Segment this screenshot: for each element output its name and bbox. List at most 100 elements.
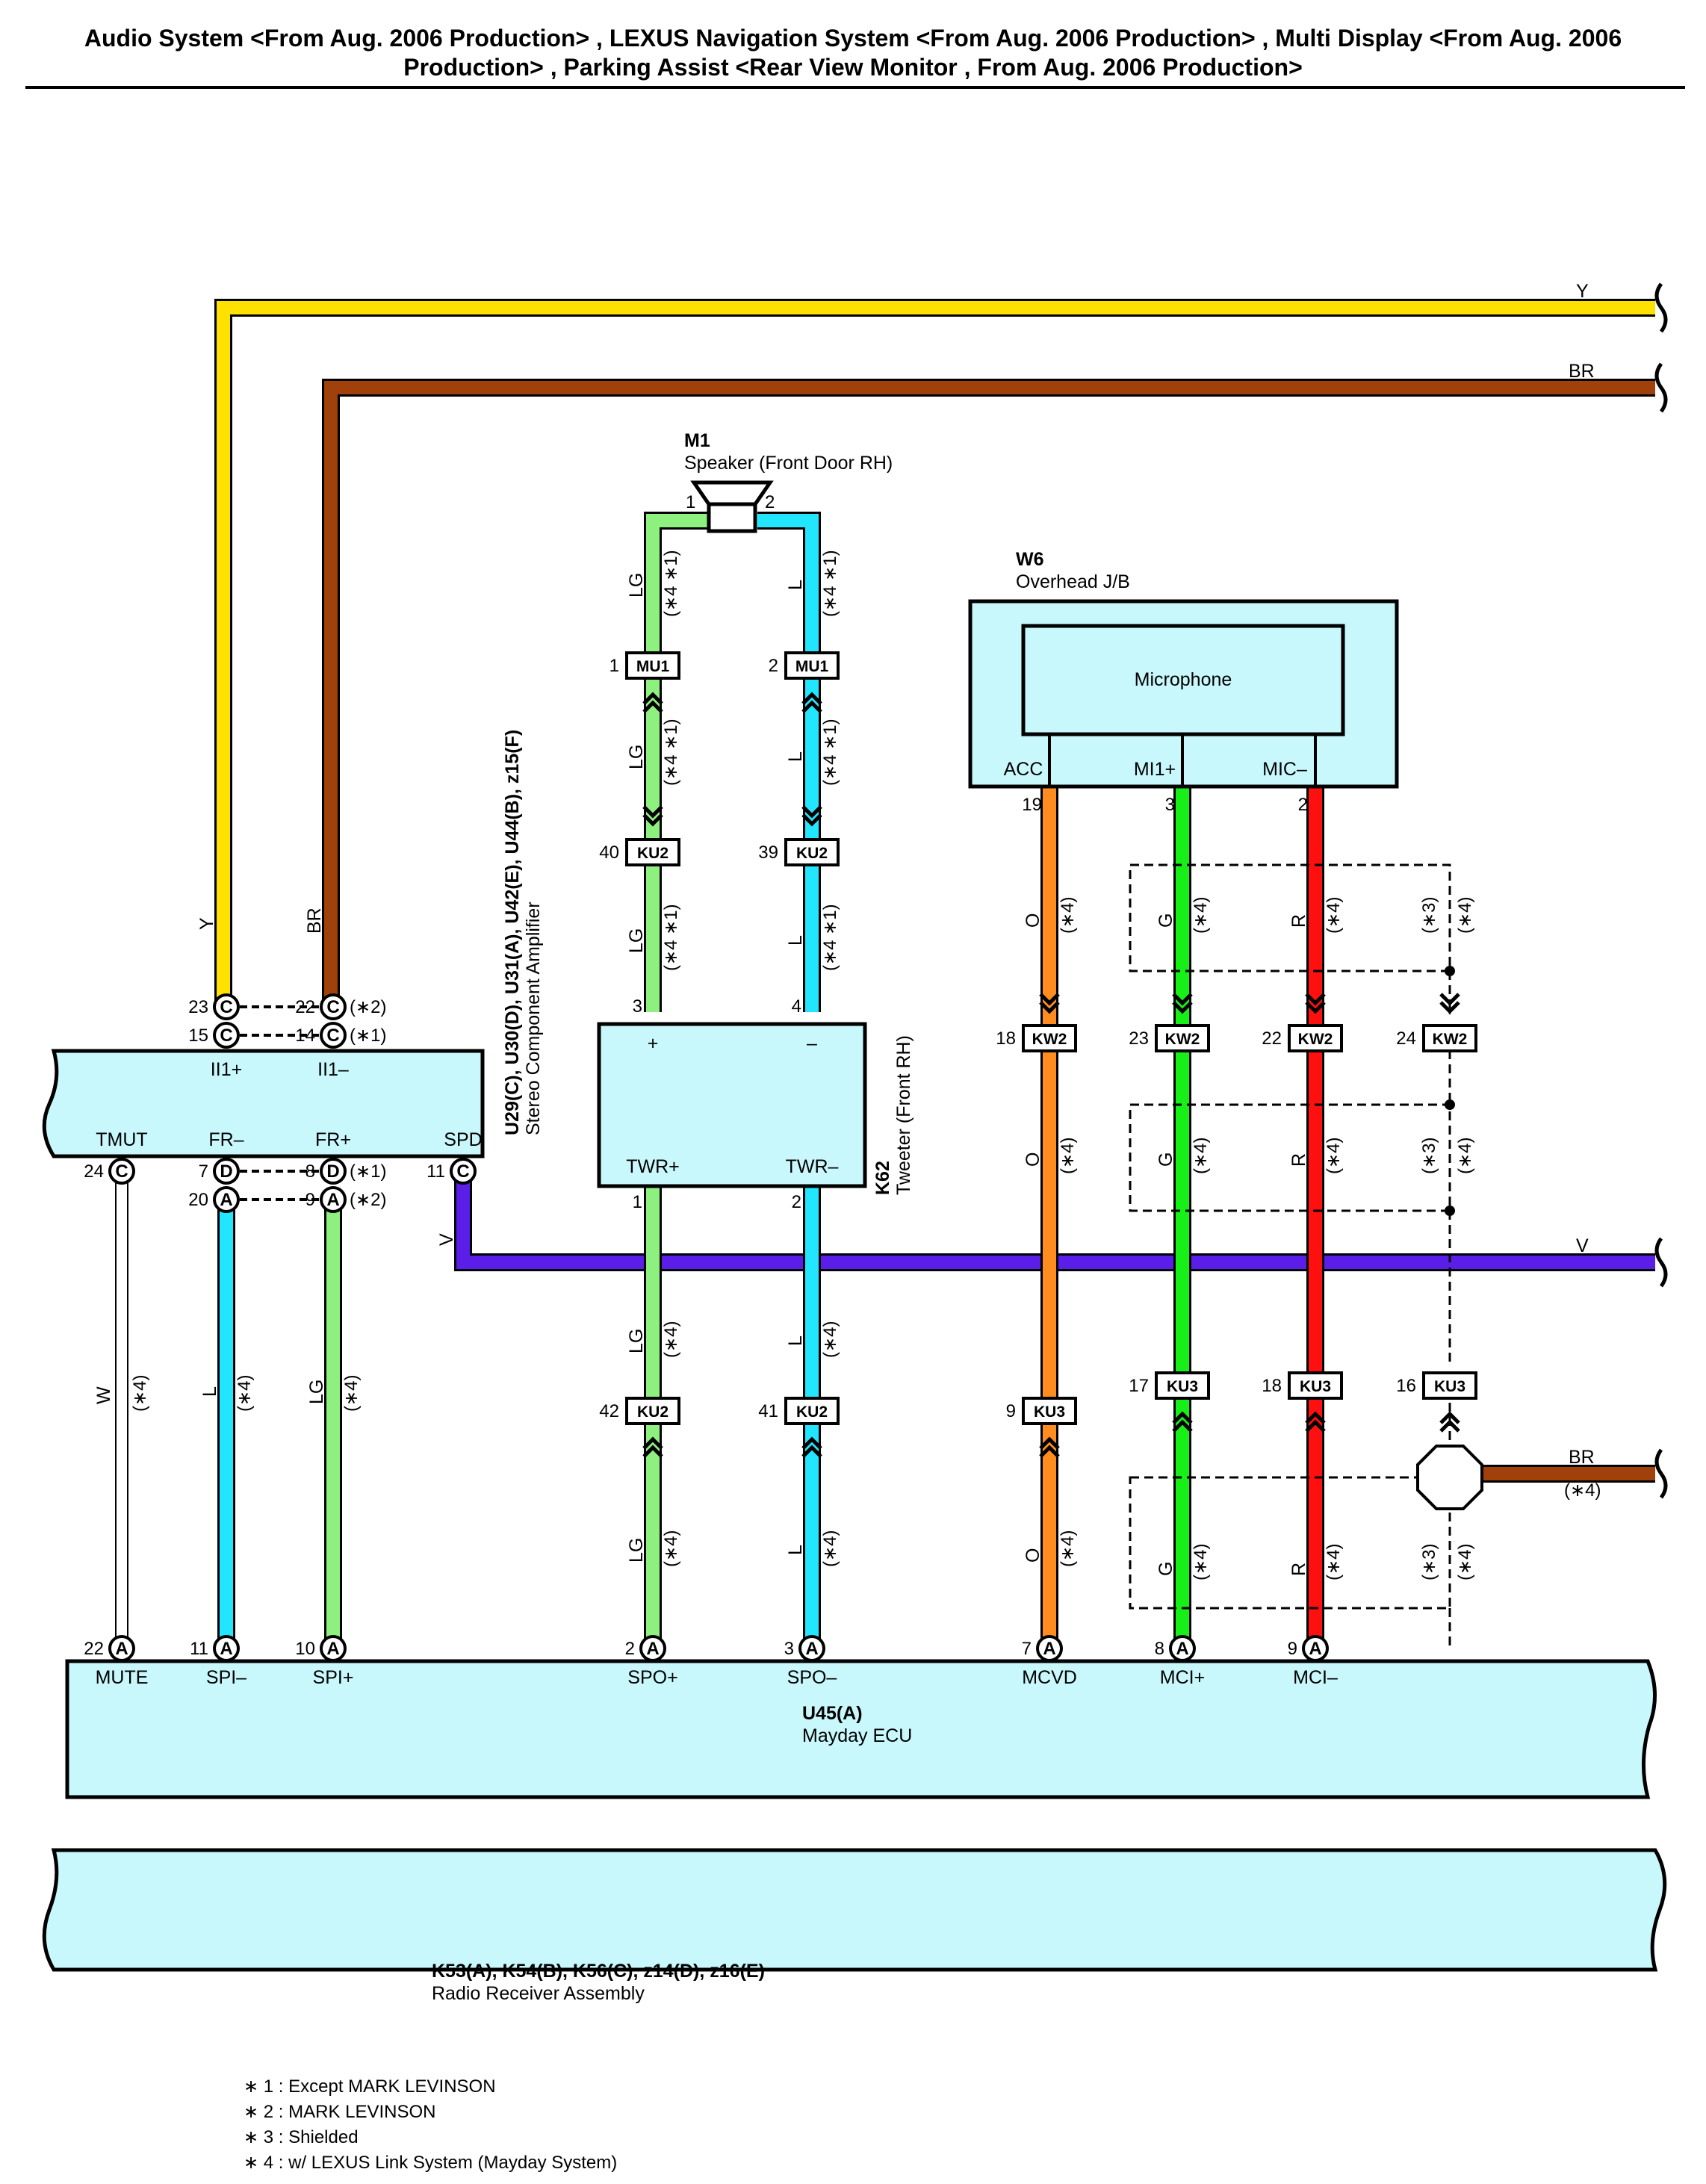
pin-ku2-40: 40 [599, 843, 619, 863]
m1-code: M1 [684, 430, 710, 451]
label-o-2v: (∗4) [1058, 1138, 1078, 1174]
label-s4-3: (∗4) [1455, 1544, 1475, 1580]
term-a-u45-2: A [646, 1639, 659, 1659]
label-lg-spi: LG [306, 1380, 327, 1404]
u45-pin-mcip: MCI+ [1160, 1667, 1205, 1688]
var-14: (∗1) [350, 1026, 386, 1046]
microphone-label: Microphone [1135, 669, 1232, 690]
conn-ku2-c: KU2 [637, 1403, 669, 1421]
k62-twrp: TWR+ [626, 1156, 680, 1177]
label-s3-1: (∗3) [1419, 897, 1439, 934]
label-lg-1v: (∗4 ∗1) [661, 550, 681, 617]
amplifier-box [42, 1049, 485, 1158]
term-a-u45-7: A [1043, 1639, 1055, 1659]
note-4: ∗ 4 : w/ LEXUS Link System (Mayday Syste… [244, 2153, 617, 2173]
w6-pin2: 2 [1298, 795, 1308, 815]
amp-ii1m: II1– [317, 1059, 349, 1080]
k62-plus: + [648, 1033, 659, 1054]
label-lg-1: LG [626, 573, 647, 598]
pin-kw2-23: 23 [1129, 1029, 1149, 1049]
break-mark-v [1654, 1237, 1668, 1288]
label-br-drain: BR [1569, 1447, 1595, 1468]
label-l-2: L [785, 751, 806, 762]
pin-ku3-18: 18 [1262, 1376, 1282, 1396]
label-g-3: G [1156, 1562, 1176, 1576]
radio-receiver-box [42, 1848, 1667, 1972]
amp-frp: FR+ [315, 1129, 351, 1150]
label-r-2: R [1288, 1153, 1309, 1167]
break-mark-br-drain [1654, 1448, 1668, 1499]
w6-mi1p: MI1+ [1134, 759, 1176, 780]
u45-pin-mcim: MCI– [1293, 1667, 1338, 1688]
pin-amp-7: 7 [199, 1161, 208, 1182]
pin-u45-7: 7 [1022, 1639, 1032, 1659]
var-9: (∗2) [350, 1190, 386, 1210]
label-lg-5v: (∗4) [661, 1530, 681, 1567]
microphone-box [1021, 624, 1345, 736]
label-l-3: L [785, 935, 806, 946]
pin-kw2-24: 24 [1396, 1029, 1416, 1049]
label-g-3v: (∗4) [1191, 1544, 1211, 1580]
note-3: ∗ 3 : Shielded [244, 2127, 359, 2147]
k62-twrm: TWR– [786, 1156, 839, 1177]
k62-minus: – [807, 1033, 817, 1054]
w6-micm: MIC– [1262, 759, 1307, 780]
k62-pin1: 1 [633, 1192, 642, 1212]
var-22: (∗2) [350, 997, 386, 1017]
term-c-11: C [456, 1161, 469, 1182]
radio-code: K53(A), K54(B), K56(C), z14(D), z16(E) [432, 1961, 765, 1982]
pin-ku3-9: 9 [1006, 1401, 1016, 1421]
label-w-mute-v: (∗4) [130, 1375, 150, 1412]
pin-ku3-16: 16 [1396, 1376, 1416, 1396]
w6-name: Overhead J/B [1016, 571, 1130, 592]
w6-code: W6 [1016, 549, 1044, 570]
shield-groups [1129, 863, 1451, 1651]
radio-name: Radio Receiver Assembly [432, 1983, 645, 2004]
label-lg-4: LG [626, 1329, 647, 1353]
amp-codes: U29(C), U30(D), U31(A), U42(E), U44(B), … [502, 730, 523, 1135]
label-o-1: O [1023, 913, 1043, 928]
pin-u45-3: 3 [784, 1639, 794, 1659]
pin-u45-10: 10 [295, 1639, 315, 1659]
label-lg-spi-v: (∗4) [341, 1375, 362, 1412]
term-a-u45-11: A [220, 1639, 232, 1659]
label-w-mute: W [93, 1386, 114, 1404]
m1-name: Speaker (Front Door RH) [684, 453, 893, 474]
amp-frm: FR– [208, 1129, 244, 1150]
k62-pin2: 2 [792, 1192, 801, 1212]
mayday-ecu-box [65, 1659, 1657, 1799]
label-r-3v: (∗4) [1324, 1544, 1344, 1580]
term-d-8: D [326, 1161, 339, 1182]
label-o-3v: (∗4) [1058, 1530, 1078, 1567]
amp-spd: SPD [444, 1129, 482, 1150]
label-l-2v: (∗4 ∗1) [820, 719, 840, 786]
u45-pin-spop: SPO+ [627, 1667, 677, 1688]
label-g-2: G [1156, 1153, 1176, 1167]
pin-ku2-39: 39 [758, 843, 778, 863]
label-g-1v: (∗4) [1191, 897, 1211, 934]
label-y-bus: Y [1576, 281, 1589, 302]
w6-acc: ACC [1004, 759, 1043, 780]
label-v-bus: V [1576, 1235, 1589, 1256]
conn-kw2-d: KW2 [1433, 1031, 1468, 1048]
pin-amp-15: 15 [188, 1026, 208, 1046]
speaker-icon [690, 480, 774, 533]
label-lg-3v: (∗4 ∗1) [661, 904, 681, 971]
pin-amp-20: 20 [188, 1190, 208, 1210]
pin-ku2-42: 42 [599, 1401, 619, 1421]
pin-amp-14: 14 [295, 1026, 315, 1046]
label-g-1: G [1156, 913, 1176, 928]
conn-ku2-a: KU2 [637, 845, 669, 862]
conn-kw2-b: KW2 [1165, 1031, 1200, 1048]
wire-y [214, 299, 1655, 1005]
label-r-1v: (∗4) [1324, 897, 1344, 934]
pin-u45-2: 2 [625, 1639, 635, 1659]
conn-ku2-d: KU2 [796, 1403, 828, 1421]
label-br-drain-variant: (∗4) [1564, 1480, 1601, 1501]
conn-ku3-b: KU3 [1167, 1378, 1198, 1395]
label-l-3v: (∗4 ∗1) [820, 904, 840, 971]
label-lg-5: LG [626, 1538, 647, 1563]
u45-code: U45(A) [802, 1703, 863, 1724]
term-c-22: C [326, 997, 339, 1017]
